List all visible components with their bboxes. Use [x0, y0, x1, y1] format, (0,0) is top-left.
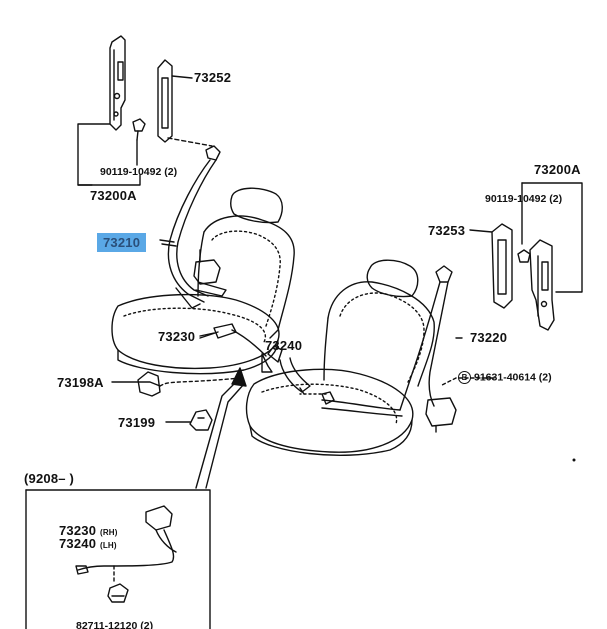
buckle-73240	[267, 345, 311, 395]
inset-bolt	[107, 583, 129, 603]
inset-lh-text: (LH)	[99, 541, 117, 550]
inset-73240-text: 73240	[59, 536, 97, 551]
label-91631-text: 91631-40614 (2)	[474, 371, 552, 384]
part-73199	[189, 409, 213, 431]
label-73198a: 73198A	[57, 375, 104, 390]
label-73210-highlighted[interactable]: 73210	[97, 233, 147, 252]
label-90119-10492-left: 90119-10492 (2)	[100, 166, 178, 178]
b-circle-symbol: B	[458, 371, 471, 384]
inset-buckle	[75, 505, 177, 585]
left-upper-anchor-bracket	[109, 35, 126, 131]
belt-73220	[321, 265, 463, 433]
belt-73210	[161, 145, 227, 309]
right-seat	[245, 259, 435, 456]
inset-arrow	[195, 367, 247, 489]
part-73198a	[137, 371, 161, 397]
label-73200a-left: 73200A	[90, 188, 137, 203]
inset-label-73240: 73240 (LH)	[59, 537, 117, 550]
cover-73252	[157, 59, 193, 143]
label-73199: 73199	[118, 415, 156, 430]
left-bolt	[132, 118, 146, 141]
buckle-73230	[199, 323, 273, 373]
label-73220: 73220	[470, 330, 508, 345]
label-73253: 73253	[428, 223, 466, 238]
inset-73230-text: 73230	[59, 523, 97, 538]
inset-label-82711: 82711-12120 (2)	[76, 620, 154, 629]
inset-label-73230: 73230 (RH)	[59, 524, 118, 537]
label-73200a-right: 73200A	[534, 162, 581, 177]
inset-box	[25, 489, 211, 629]
label-73230: 73230	[158, 329, 196, 344]
right-bolt	[517, 249, 531, 263]
label-90119-10492-right: 90119-10492 (2)	[485, 193, 563, 205]
inset-header: (9208– )	[24, 471, 75, 486]
label-73240: 73240	[265, 338, 303, 353]
label-73252: 73252	[194, 70, 232, 85]
inset-rh-text: (RH)	[99, 528, 118, 537]
right-upper-anchor-bracket	[529, 239, 555, 331]
cover-73253	[491, 223, 513, 309]
